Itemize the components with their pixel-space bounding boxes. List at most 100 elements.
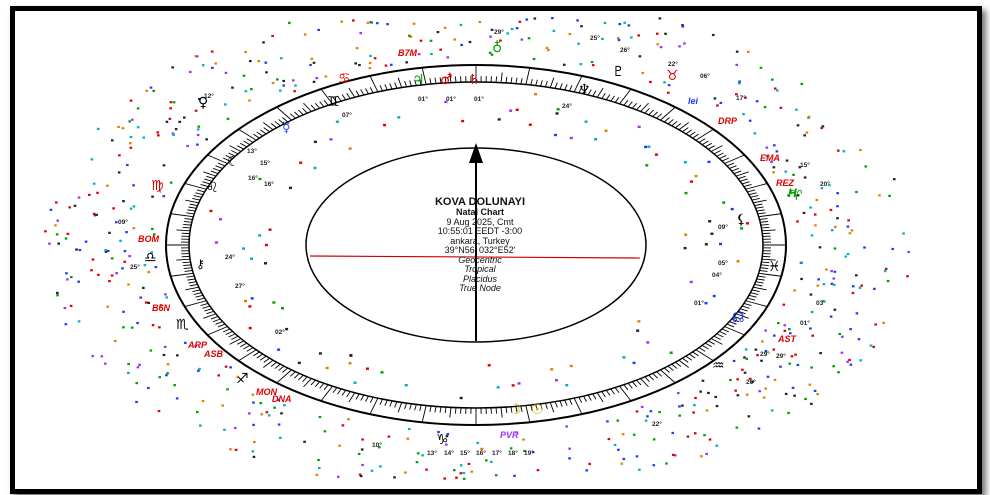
aspect-dot (453, 469, 456, 472)
aspect-dot (511, 384, 515, 387)
aspect-dot (257, 60, 261, 63)
aspect-dot (268, 228, 272, 231)
aspect-dot (252, 401, 255, 404)
aspect-dot (793, 289, 796, 292)
aspect-dot (785, 159, 789, 162)
aspect-dot (313, 166, 317, 170)
degree-tick (188, 281, 197, 284)
degree-tick (346, 92, 351, 99)
aspect-dot (525, 18, 529, 21)
aspect-dot (324, 75, 328, 78)
capricorn-glyph-icon: ♑ (436, 432, 449, 448)
aspect-dot (818, 246, 822, 249)
aspect-dot (487, 364, 491, 367)
aspect-dot (532, 57, 536, 61)
aspect-dot (142, 136, 146, 139)
aspect-dot (393, 476, 396, 479)
aspect-dot (380, 371, 384, 374)
aspect-dot (108, 279, 111, 283)
aspect-dot (810, 366, 813, 369)
degree-tick (389, 83, 393, 90)
aspect-dot (404, 383, 408, 387)
aspect-dot (771, 78, 774, 81)
degree-tick (215, 321, 223, 325)
aspect-dot (147, 301, 151, 305)
aquarius-glyph-icon: ♒ (712, 358, 725, 374)
aspect-dot (800, 82, 804, 85)
aspect-dot (821, 300, 825, 303)
aspect-dot (722, 201, 726, 204)
degree-label: 09° (118, 218, 128, 226)
aspect-dot (341, 424, 345, 427)
aspect-dot (218, 218, 222, 221)
aspect-dot (229, 448, 232, 451)
aspect-dot (494, 474, 498, 477)
degree-tick (758, 272, 782, 277)
aspect-dot (736, 378, 739, 381)
aspect-dot (509, 447, 513, 450)
aspect-dot (506, 32, 509, 35)
degree-tick (193, 292, 202, 295)
aspect-dot (796, 194, 800, 197)
aspect-dot (773, 87, 777, 90)
degree-tick (549, 402, 555, 413)
aspect-dot (678, 45, 681, 48)
aspect-dot (840, 335, 844, 338)
aspect-dot (223, 103, 227, 106)
aspect-dot (279, 89, 282, 92)
degree-tick (515, 406, 518, 413)
degree-tick (195, 294, 204, 298)
aspect-dot (136, 107, 140, 110)
aspect-dot (813, 213, 817, 216)
aspect-dot (110, 139, 114, 142)
aspect-dot (84, 240, 88, 243)
aspect-dot (772, 334, 776, 337)
aspect-dot (859, 148, 862, 152)
aspect-dot (121, 267, 124, 270)
aspect-dot (104, 250, 108, 253)
degree-tick (240, 342, 248, 348)
aspect-dot (637, 320, 641, 323)
aspect-dot (121, 127, 125, 130)
degree-tick (540, 80, 543, 87)
degree-tick (510, 77, 513, 84)
aspect-dot (379, 465, 382, 468)
aspect-dot (734, 389, 737, 392)
degree-tick (719, 155, 727, 160)
aspect-dot (122, 200, 125, 203)
label-rez: REZ (776, 178, 795, 188)
aspect-dot (810, 310, 814, 314)
aspect-dot (209, 209, 213, 213)
degree-tick (520, 78, 523, 85)
aspect-dot (165, 374, 168, 377)
aspect-dot (787, 194, 790, 197)
degree-tick (182, 261, 191, 264)
degree-tick (750, 195, 759, 198)
aspect-dot (409, 35, 413, 38)
degree-tick (270, 123, 277, 129)
aspect-dot (777, 321, 780, 325)
degree-tick (704, 142, 712, 148)
aspect-dot (97, 273, 100, 276)
aspect-dot (663, 81, 666, 84)
label-ast: AST (777, 334, 798, 344)
degree-tick-ring (166, 65, 786, 425)
neptune-glyph-icon: ♆ (578, 82, 591, 98)
aspect-dot (636, 329, 640, 332)
degree-tick (187, 278, 196, 281)
degree-tick (215, 165, 223, 169)
degree-tick (510, 406, 513, 413)
degree-tick (731, 167, 740, 172)
aspect-dot (281, 306, 285, 310)
aspect-dot (775, 150, 779, 153)
aspect-dot (123, 260, 127, 263)
libra-glyph-icon: ♎ (144, 250, 157, 266)
aspect-dot (690, 180, 694, 183)
aspect-dot-field (44, 17, 911, 480)
degree-tick (263, 127, 270, 133)
degree-tick (716, 152, 724, 157)
aspect-dot (113, 339, 117, 343)
aspect-dot (106, 249, 110, 253)
aspect-dot (129, 207, 133, 210)
degree-tick (738, 310, 746, 315)
